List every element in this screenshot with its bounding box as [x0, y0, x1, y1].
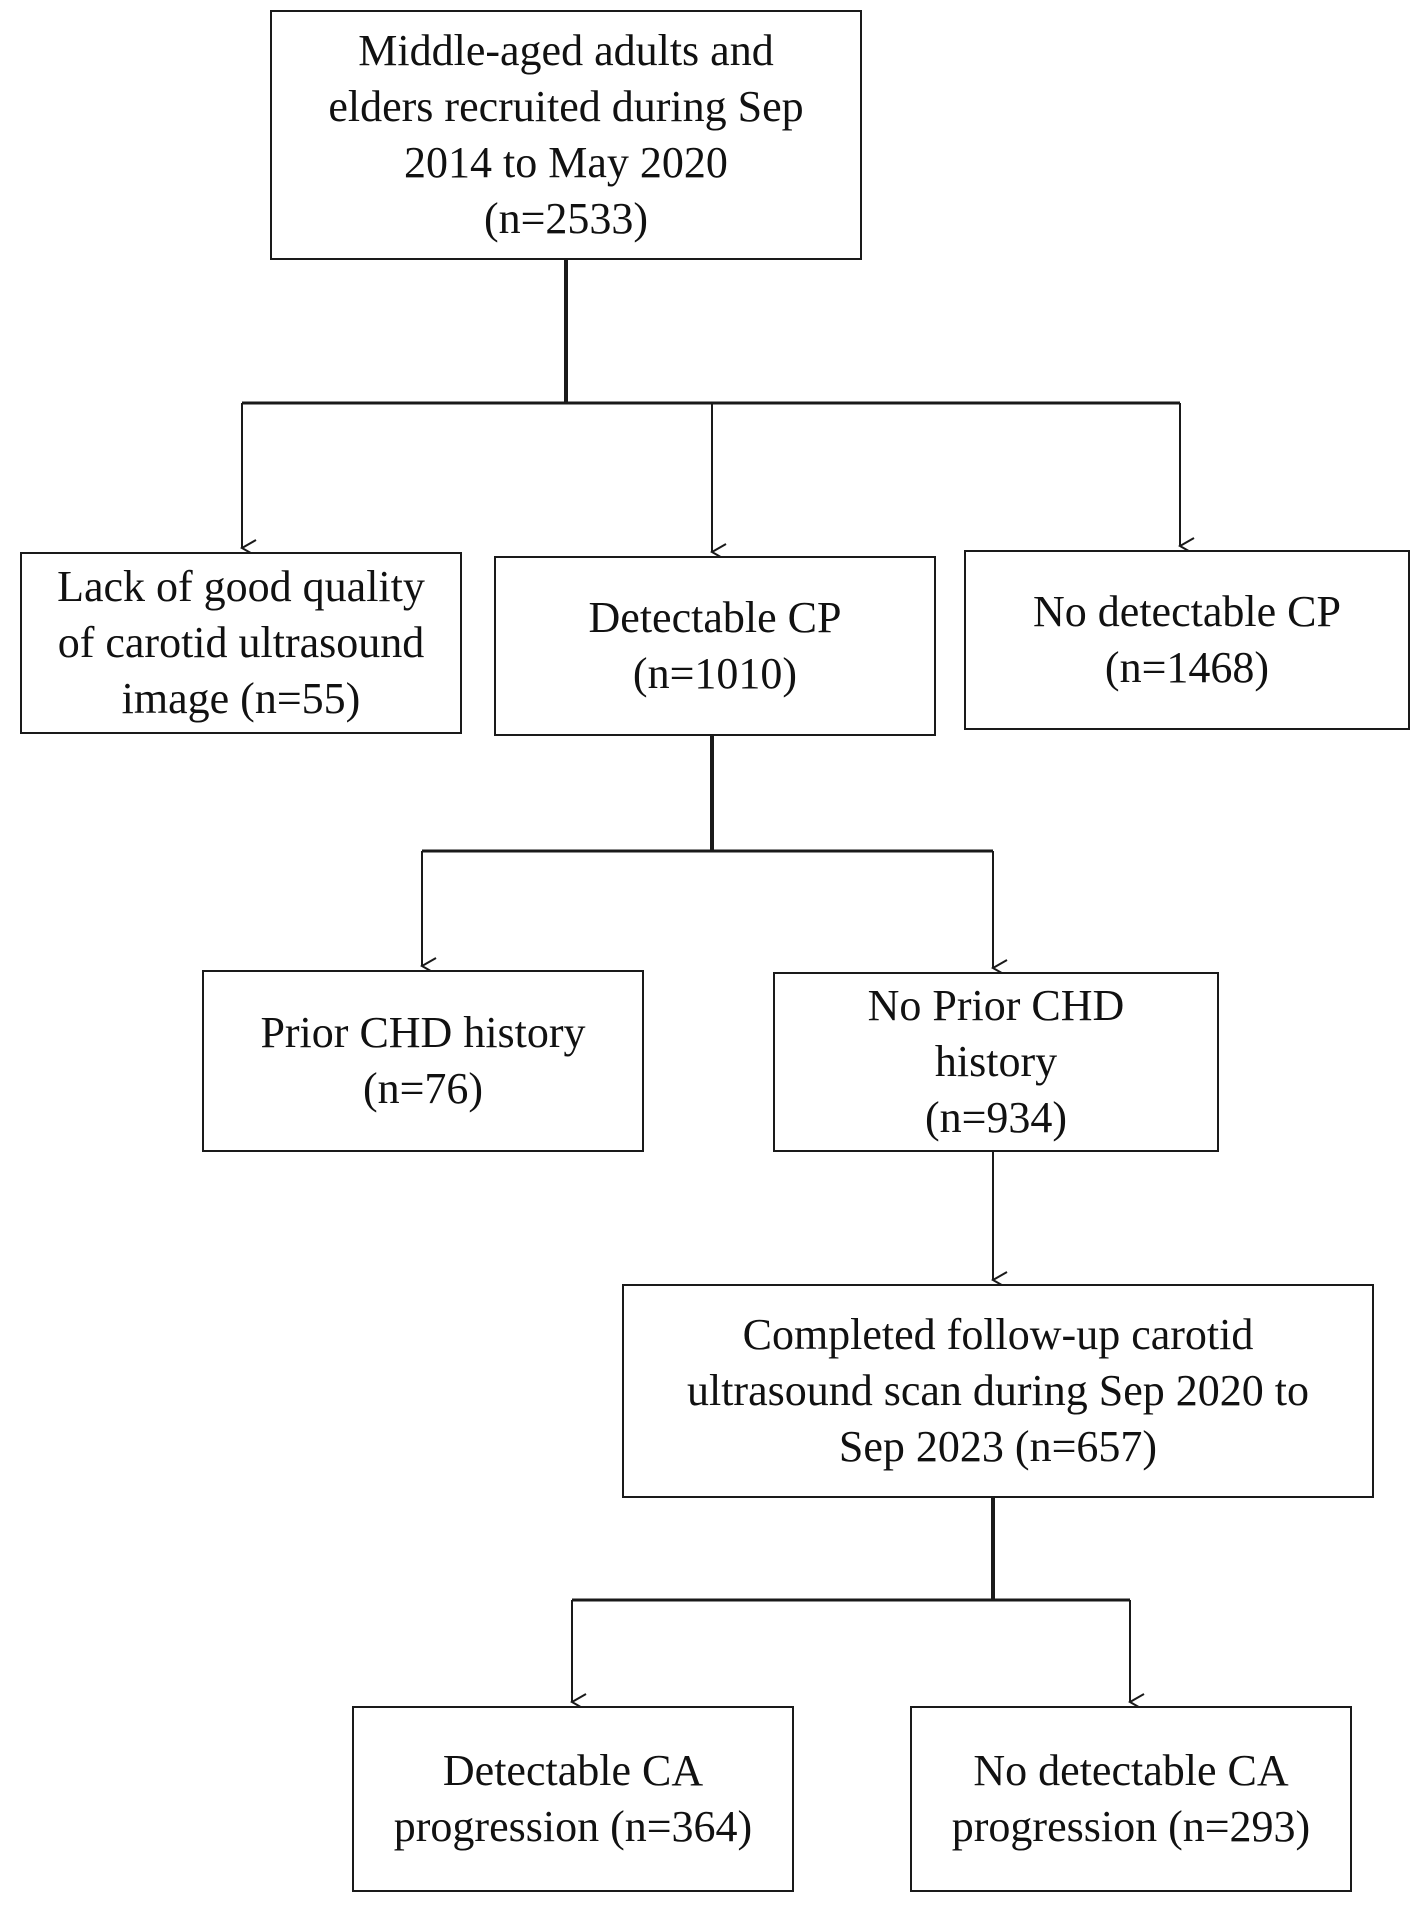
excluded-quality-line-3: image (n=55) [121, 674, 361, 723]
detectable-cp-line-2: (n=1010) [632, 649, 798, 698]
excluded-quality-line-1: Lack of good quality [57, 562, 425, 611]
enrolled-box: Middle-aged adults and elders recruited … [270, 10, 862, 260]
excluded-quality-text: Lack of good quality of carotid ultrasou… [57, 559, 425, 727]
no-detectable-cp-line-2: (n=1468) [1104, 643, 1270, 692]
enrolled-line-1: Middle-aged adults and [358, 26, 774, 75]
prior-chd-box: Prior CHD history (n=76) [202, 970, 644, 1152]
followup-line-3: Sep 2023 (n=657) [838, 1422, 1158, 1471]
no-ca-progression-text: No detectable CA progression (n=293) [952, 1743, 1310, 1855]
prior-chd-line-1: Prior CHD history [260, 1008, 586, 1057]
excluded-quality-box: Lack of good quality of carotid ultrasou… [20, 552, 462, 734]
ca-progression-line-1: Detectable CA [442, 1746, 704, 1795]
detectable-cp-text: Detectable CP (n=1010) [589, 590, 842, 702]
detectable-cp-line-1: Detectable CP [588, 593, 842, 642]
no-prior-chd-line-3: (n=934) [924, 1093, 1068, 1142]
enrolled-line-4: (n=2533) [483, 194, 649, 243]
prior-chd-line-2: (n=76) [362, 1064, 484, 1113]
followup-line-1: Completed follow-up carotid [742, 1310, 1254, 1359]
no-detectable-cp-text: No detectable CP (n=1468) [1033, 584, 1341, 696]
no-ca-progression-line-2: progression (n=293) [951, 1802, 1311, 1851]
ca-progression-line-2: progression (n=364) [393, 1802, 753, 1851]
no-prior-chd-text: No Prior CHD history (n=934) [868, 978, 1125, 1146]
prior-chd-text: Prior CHD history (n=76) [260, 1005, 585, 1117]
no-prior-chd-line-2: history [934, 1037, 1058, 1086]
enrolled-line-2: elders recruited during Sep [328, 82, 804, 131]
no-ca-progression-line-1: No detectable CA [973, 1746, 1289, 1795]
no-ca-progression-box: No detectable CA progression (n=293) [910, 1706, 1352, 1892]
enrolled-box-text: Middle-aged adults and elders recruited … [328, 23, 803, 247]
no-prior-chd-box: No Prior CHD history (n=934) [773, 972, 1219, 1152]
ca-progression-text: Detectable CA progression (n=364) [394, 1743, 752, 1855]
ca-progression-box: Detectable CA progression (n=364) [352, 1706, 794, 1892]
no-prior-chd-line-1: No Prior CHD [867, 981, 1125, 1030]
followup-box: Completed follow-up carotid ultrasound s… [622, 1284, 1374, 1498]
detectable-cp-box: Detectable CP (n=1010) [494, 556, 936, 736]
no-detectable-cp-box: No detectable CP (n=1468) [964, 550, 1410, 730]
followup-text: Completed follow-up carotid ultrasound s… [687, 1307, 1309, 1475]
excluded-quality-line-2: of carotid ultrasound [57, 618, 425, 667]
followup-line-2: ultrasound scan during Sep 2020 to [686, 1366, 1310, 1415]
no-detectable-cp-line-1: No detectable CP [1033, 587, 1341, 636]
enrolled-line-3: 2014 to May 2020 [404, 138, 728, 187]
